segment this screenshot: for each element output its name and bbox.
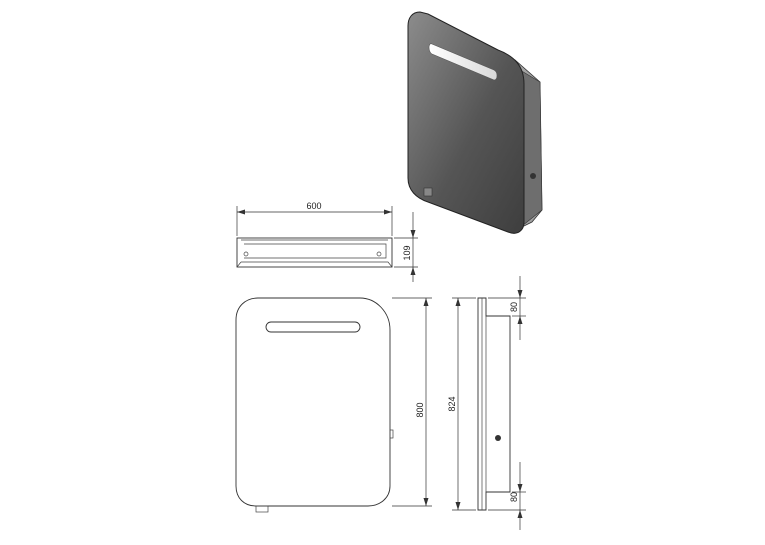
top-view-hole-left (243, 251, 249, 257)
dim-label-bottom-offset: 80 (509, 492, 519, 502)
front-view-side-tab (389, 429, 394, 439)
top-view-back (244, 243, 387, 259)
iso-bottom-tab (423, 187, 433, 197)
dim-label-overall-height: 824 (447, 396, 457, 411)
dim-label-depth: 109 (402, 245, 412, 260)
iso-light-strip (428, 43, 498, 81)
dim-label-height: 800 (415, 402, 425, 417)
side-view-socket (495, 435, 501, 441)
top-view-outline (236, 237, 393, 268)
side-view: 824 80 80 (447, 276, 526, 530)
top-view-inner (236, 239, 393, 268)
dim-label-width: 600 (306, 201, 321, 211)
dim-label-top-offset: 80 (509, 302, 519, 312)
top-view: 600 109 (236, 201, 418, 282)
front-view-bottom-tab (255, 505, 269, 513)
side-view-body (477, 297, 511, 511)
top-view-hole-right (376, 251, 382, 257)
front-view-door (235, 297, 391, 507)
front-view: 800 (235, 297, 432, 513)
iso-view (407, 11, 543, 234)
iso-mirror-door (407, 11, 525, 234)
iso-socket (530, 173, 536, 179)
front-view-light-strip (265, 321, 361, 333)
